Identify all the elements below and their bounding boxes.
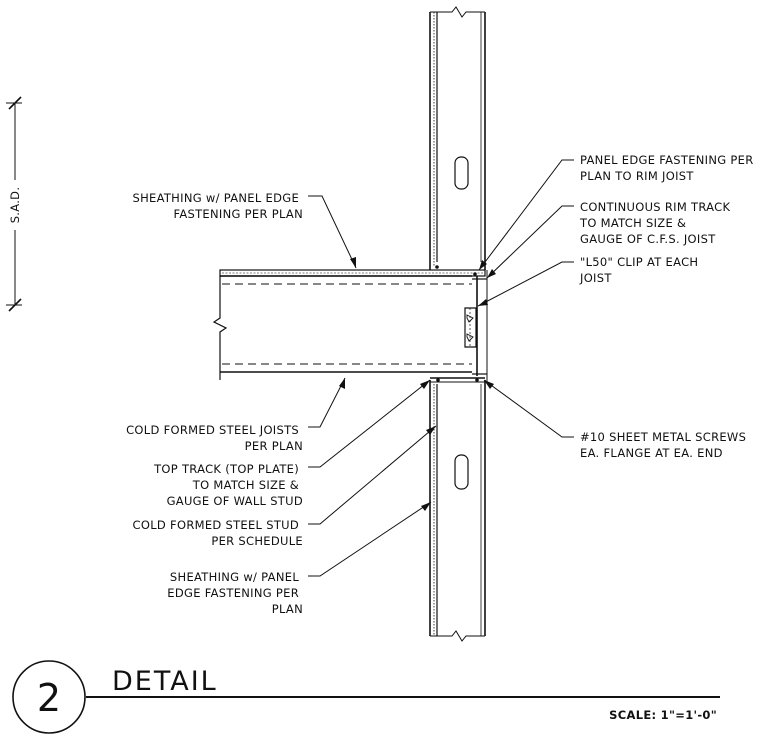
callout-text-line: PLAN: [272, 602, 303, 616]
callout-text-line: "L50" CLIP AT EACH: [580, 255, 698, 269]
svg-text:CONTINUOUS RIM TRACK TO: CONTINUOUS RIM TRACK TO MATCH SIZE & GAU…: [579, 200, 734, 246]
stud-punchout-lower: [454, 454, 469, 490]
detail-scale: SCALE: 1"=1'-0": [609, 708, 717, 722]
callout-text-line: SHEATHING w/ PANEL EDGE: [132, 191, 299, 205]
break-line: [212, 276, 228, 380]
top-track: [430, 377, 485, 383]
callout-text-line: PER SCHEDULE: [211, 534, 303, 548]
upper-wall-stud: [429, 6, 486, 270]
sad-dimension: S.A.D.: [6, 96, 22, 312]
detail-number-circle: [12, 660, 86, 734]
callout-sheet-metal-screws: #10 SHEET METAL SCREWS EA. FLANGE AT EA.…: [483, 379, 750, 460]
svg-text:SHEATHING w/ PANEL EDGE: SHEATHING w/ PANEL EDGE FASTENING PER PL…: [132, 191, 303, 221]
callout-text-line: PANEL EDGE FASTENING PER: [580, 153, 754, 167]
sad-label: S.A.D.: [8, 187, 22, 224]
title-block: 2 DETAIL SCALE: 1"=1'-0": [12, 660, 720, 734]
lower-wall-stud: [429, 380, 486, 642]
callout-text-line: CONTINUOUS RIM TRACK: [580, 200, 730, 214]
callout-cfs-stud: COLD FORMED STEEL STUD PER SCHEDULE: [133, 425, 437, 548]
floor-sheathing: [219, 269, 486, 277]
svg-text:COLD FORMED STEEL JOISTS: COLD FORMED STEEL JOISTS PER PLAN: [126, 423, 303, 453]
callout-text-line: GAUGE OF WALL STUD: [167, 494, 303, 508]
callout-text-line: EA. FLANGE AT EA. END: [580, 446, 723, 460]
callout-text-line: PER PLAN: [245, 439, 303, 453]
callout-text-line: TOP TRACK (TOP PLATE): [153, 462, 299, 476]
callout-text-line: TO MATCH SIZE &: [192, 478, 299, 492]
stud-punchout-upper: [454, 156, 469, 190]
callout-text-line: COLD FORMED STEEL STUD: [133, 518, 299, 532]
rim-track: [435, 265, 488, 382]
callout-l50-clip: "L50" CLIP AT EACH JOIST: [477, 255, 702, 307]
svg-text:#10 SHEET METAL SCREWS E: #10 SHEET METAL SCREWS EA. FLANGE AT EA.…: [580, 430, 750, 460]
screw-head: [475, 378, 479, 382]
screw-head: [436, 378, 440, 382]
screw-head: [435, 265, 439, 269]
screw-head: [473, 272, 477, 276]
callout-text-line: JOIST: [579, 271, 612, 285]
cfs-joist: [212, 275, 472, 380]
callout-sheathing-floor: SHEATHING w/ PANEL EDGE FASTENING PER PL…: [132, 191, 357, 269]
callout-panel-edge-fastening: PANEL EDGE FASTENING PER PLAN TO RIM JOI…: [478, 153, 758, 271]
svg-text:"L50" CLIP AT EACH JOIST: "L50" CLIP AT EACH JOIST: [579, 255, 702, 285]
svg-text:TOP TRACK (TOP PLATE) TO: TOP TRACK (TOP PLATE) TO MATCH SIZE & GA…: [153, 462, 303, 508]
callout-text-line: TO MATCH SIZE &: [579, 216, 686, 230]
callout-text-line: PLAN TO RIM JOIST: [580, 169, 694, 183]
callout-text-line: COLD FORMED STEEL JOISTS: [126, 423, 299, 437]
detail-title: DETAIL: [112, 666, 218, 697]
detail-number: 2: [37, 676, 61, 720]
svg-text:COLD FORMED STEEL STUD P: COLD FORMED STEEL STUD PER SCHEDULE: [133, 518, 303, 548]
l50-clip: [464, 307, 477, 348]
callout-text-line: #10 SHEET METAL SCREWS: [580, 430, 746, 444]
callout-sheathing-wall: SHEATHING w/ PANEL EDGE FASTENING PER PL…: [167, 501, 432, 616]
svg-text:SHEATHING w/ PANEL EDGE: SHEATHING w/ PANEL EDGE FASTENING PER PL…: [167, 570, 303, 616]
callout-text-line: GAUGE OF C.F.S. JOIST: [580, 232, 716, 246]
callout-text-line: SHEATHING w/ PANEL: [170, 570, 299, 584]
svg-text:PANEL EDGE FASTENING PER: PANEL EDGE FASTENING PER PLAN TO RIM JOI…: [580, 153, 758, 183]
callout-text-line: EDGE FASTENING PER: [167, 586, 299, 600]
callout-text-line: FASTENING PER PLAN: [173, 207, 303, 221]
callout-cfs-joists: COLD FORMED STEEL JOISTS PER PLAN: [126, 377, 346, 453]
callout-top-track: TOP TRACK (TOP PLATE) TO MATCH SIZE & GA…: [153, 379, 431, 508]
callout-rim-track: CONTINUOUS RIM TRACK TO MATCH SIZE & GAU…: [486, 200, 734, 279]
